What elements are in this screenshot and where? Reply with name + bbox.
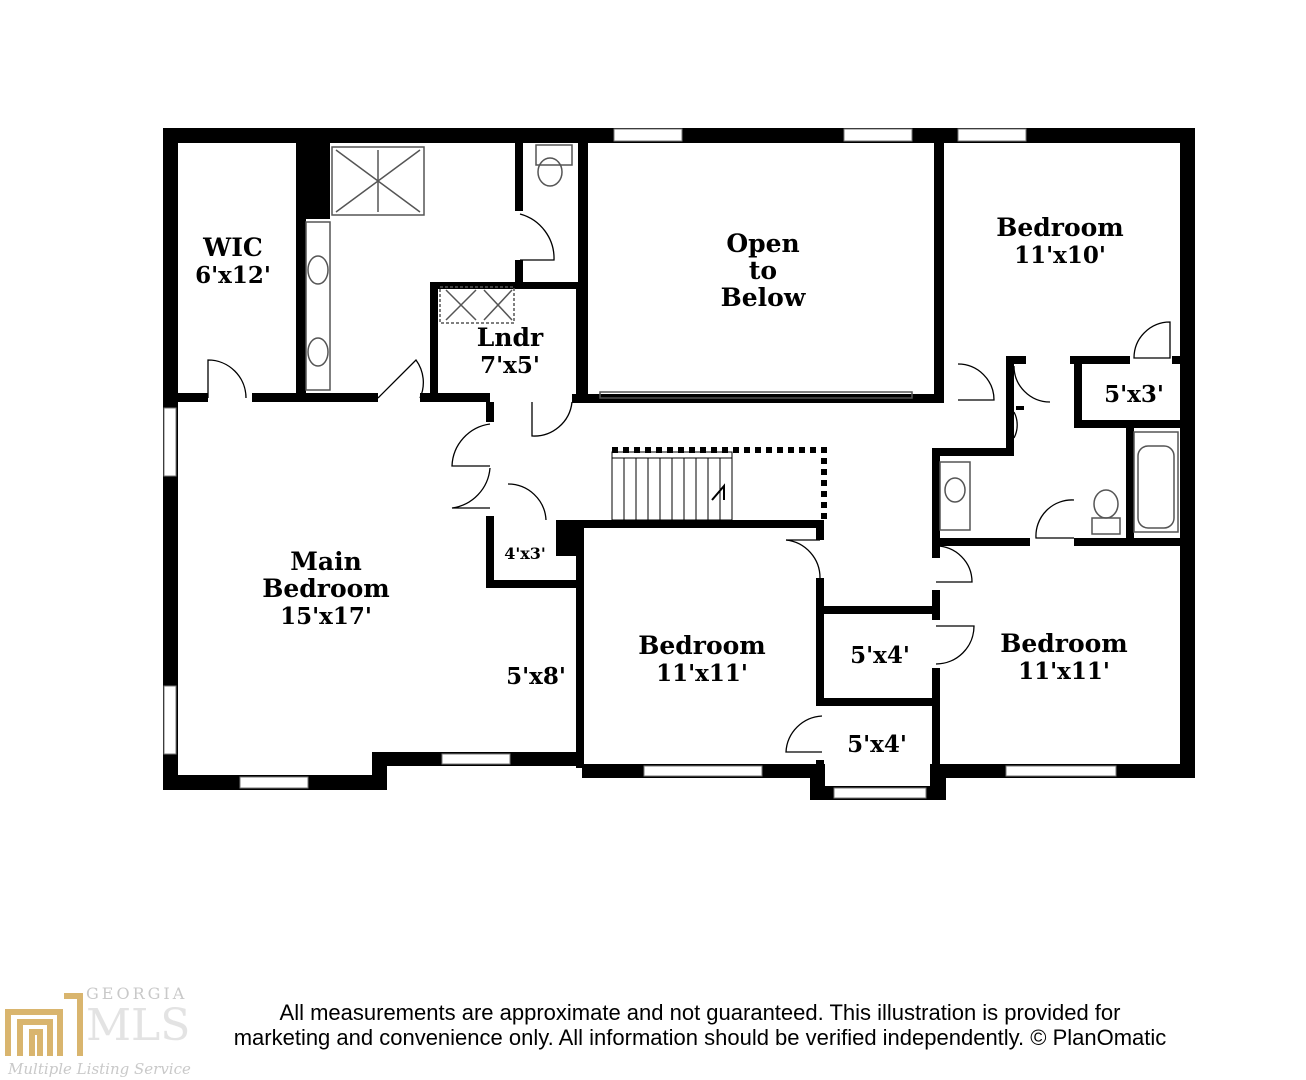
main-line1: Main <box>290 547 362 576</box>
windows <box>163 128 1117 799</box>
bedroom-ne-name: Bedroom <box>996 213 1124 242</box>
open-line1: Open <box>726 229 799 258</box>
bedroom-center-size: 11'x11' <box>656 660 748 687</box>
closet-5x4-upper-size: 5'x4' <box>850 642 910 669</box>
closet-5x8-size: 5'x8' <box>506 663 566 690</box>
open-line3: Below <box>721 283 807 312</box>
staircase <box>611 447 827 521</box>
bedroom-center-name: Bedroom <box>638 631 766 660</box>
lndr-size: 7'x5' <box>480 352 540 379</box>
room-labels: WIC 6'x12' Lndr 7'x5' Open to Below Bedr… <box>195 213 1164 758</box>
georgia-mls-watermark: GEORGIA MLS Multiple Listing Service <box>0 980 220 1080</box>
main-size: 15'x17' <box>280 603 372 630</box>
closet-5x4-lower-size: 5'x4' <box>847 731 907 758</box>
watermark-bottom: Multiple Listing Service <box>8 1060 191 1078</box>
mls-logo-icon <box>5 993 83 1056</box>
lndr-name: Lndr <box>477 323 544 352</box>
fixtures <box>305 144 1179 535</box>
closet-4x3-size: 4'x3' <box>504 544 546 563</box>
open-line2: to <box>749 256 777 285</box>
main-line2: Bedroom <box>262 574 390 603</box>
bedroom-se-name: Bedroom <box>1000 629 1128 658</box>
wic-size: 6'x12' <box>195 262 271 289</box>
disclaimer-line1: All measurements are approximate and not… <box>279 1000 1121 1025</box>
watermark-top: GEORGIA <box>86 984 188 1003</box>
door-swings <box>207 213 1171 753</box>
wic-name: WIC <box>202 233 263 262</box>
bedroom-ne-size: 11'x10' <box>1014 242 1106 269</box>
closet-5x3-size: 5'x3' <box>1104 381 1164 408</box>
watermark-middle: MLS <box>86 1000 191 1051</box>
disclaimer: All measurements are approximate and not… <box>100 1000 1300 1050</box>
bedroom-se-size: 11'x11' <box>1018 658 1110 685</box>
disclaimer-line2: marketing and convenience only. All info… <box>233 1025 1167 1050</box>
